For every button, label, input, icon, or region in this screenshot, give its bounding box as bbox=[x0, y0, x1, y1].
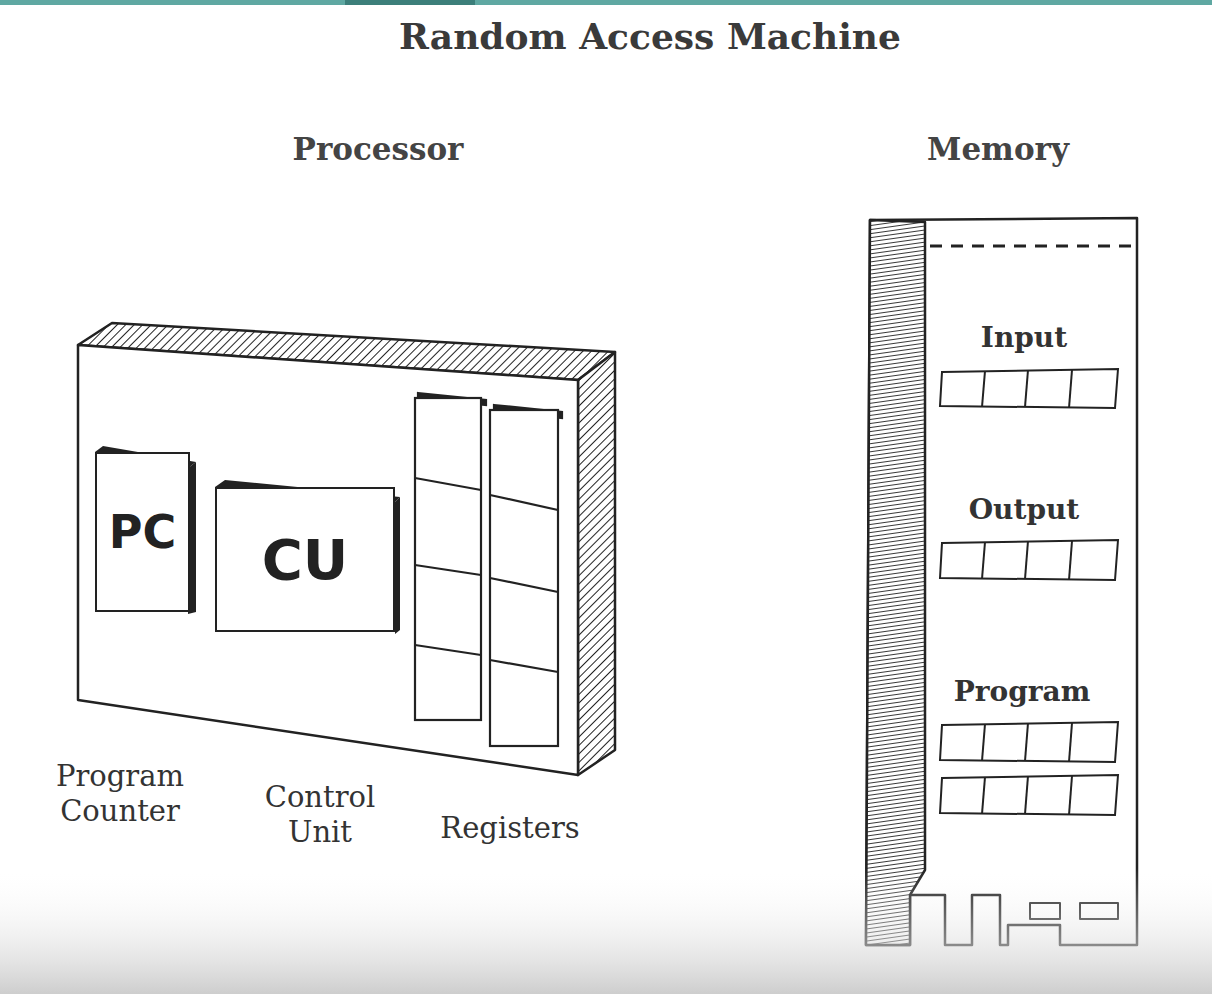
cu-shadow bbox=[215, 480, 400, 634]
top-bar-mark bbox=[345, 0, 475, 5]
memory-region-label: Input bbox=[981, 321, 1067, 355]
section-heading: Processor bbox=[293, 131, 464, 168]
part-label: Program Counter bbox=[33, 759, 208, 829]
pc-shadow bbox=[95, 446, 196, 614]
registers bbox=[415, 393, 562, 746]
memory-region-label: Output bbox=[969, 493, 1080, 527]
top-bar bbox=[0, 0, 1212, 5]
memory-cells bbox=[940, 369, 1118, 815]
box-text: PC bbox=[109, 505, 176, 559]
control-unit-box: CU bbox=[215, 487, 395, 632]
bottom-fade bbox=[0, 868, 1212, 994]
program-counter-box: PC bbox=[95, 452, 190, 612]
diagram-title: Random Access Machine bbox=[399, 15, 901, 58]
processor-board bbox=[78, 323, 615, 775]
memory-stick bbox=[866, 218, 1137, 945]
section-heading: Memory bbox=[927, 131, 1069, 168]
part-label: Control Unit bbox=[240, 780, 400, 850]
box-text: CU bbox=[262, 527, 349, 592]
memory-region-label: Program bbox=[954, 675, 1091, 709]
part-label: Registers bbox=[440, 811, 579, 846]
